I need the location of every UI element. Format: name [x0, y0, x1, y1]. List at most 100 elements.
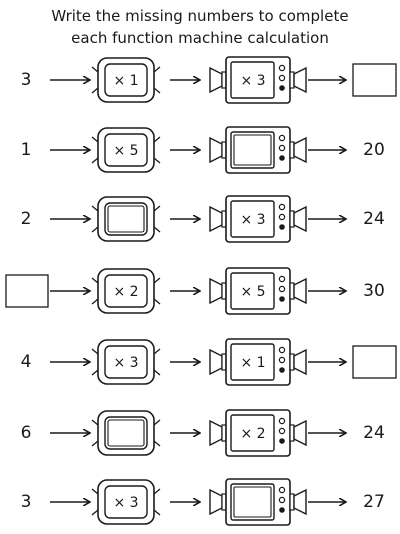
blank-operation-box[interactable]: [107, 419, 145, 447]
instruction-line-2: each function machine calculation: [71, 29, 329, 47]
machine-one: × 3: [91, 339, 161, 385]
machine-two: × 5: [209, 267, 307, 315]
machine-one-screen[interactable]: [104, 63, 148, 97]
instruction-line-1: Write the missing numbers to complete: [51, 7, 349, 25]
knob-icon: [278, 285, 286, 293]
machine-two: [209, 126, 307, 174]
output-value: 27: [363, 492, 385, 512]
machine-two-operation: × 2: [240, 426, 265, 442]
machine-one: [91, 410, 161, 456]
machine-two-operation: × 3: [240, 73, 265, 89]
output-funnel: [293, 348, 307, 376]
function-row: 1 × 5 20: [21, 126, 385, 174]
blank-operation-box[interactable]: [233, 486, 272, 518]
input-funnel: [209, 277, 223, 305]
input-funnel: [209, 348, 223, 376]
machine-one-operation: × 5: [113, 143, 138, 159]
machine-one-operation: × 3: [113, 495, 138, 511]
instructions: Write the missing numbers to complete ea…: [0, 5, 400, 49]
machine-two-screen[interactable]: [230, 272, 275, 310]
machine-one-screen[interactable]: [104, 274, 148, 308]
output-funnel: [293, 488, 307, 516]
output-funnel: [293, 277, 307, 305]
knob-icon: [279, 507, 285, 513]
machine-two: × 3: [209, 56, 307, 104]
machine-one-operation: × 2: [113, 284, 138, 300]
machine-one-screen[interactable]: [104, 133, 148, 167]
input-funnel: [209, 136, 223, 164]
function-row: 3 × 3 27: [21, 478, 385, 526]
machine-two-operation: × 5: [240, 284, 265, 300]
input-funnel: [209, 66, 223, 94]
knob-icon: [279, 224, 285, 230]
machine-one-screen[interactable]: [104, 485, 148, 519]
output-funnel: [293, 136, 307, 164]
input-value: 1: [21, 140, 32, 160]
machine-two-screen[interactable]: [230, 131, 275, 169]
input-value: 3: [21, 70, 32, 90]
output-value: 24: [363, 423, 385, 443]
machine-one: × 1: [91, 57, 161, 103]
machine-one: [91, 196, 161, 242]
function-row: 2 × 3 24: [21, 195, 385, 243]
blank-operation-box[interactable]: [107, 205, 145, 233]
output-funnel: [293, 419, 307, 447]
knob-icon: [278, 64, 286, 72]
knob-icon: [278, 213, 286, 221]
machine-two-screen[interactable]: [230, 61, 275, 99]
knob-icon: [279, 296, 285, 302]
knob-icon: [278, 74, 286, 82]
knob-icon: [279, 367, 285, 373]
knob-icon: [278, 427, 286, 435]
machine-one: × 2: [91, 268, 161, 314]
machine-one: × 5: [91, 127, 161, 173]
input-value: 3: [21, 492, 32, 512]
output-value: 24: [363, 209, 385, 229]
machine-two: × 1: [209, 338, 307, 386]
machine-two-screen[interactable]: [230, 343, 275, 381]
knob-icon: [279, 155, 285, 161]
machine-one-screen[interactable]: [104, 416, 148, 450]
function-row: 3 × 1 × 3: [21, 56, 397, 104]
knob-icon: [278, 144, 286, 152]
input-value: 4: [21, 352, 32, 372]
machine-two-screen[interactable]: [230, 483, 275, 521]
machine-two-screen[interactable]: [230, 200, 275, 238]
machine-one-operation: × 1: [113, 73, 138, 89]
knob-icon: [278, 134, 286, 142]
input-value: 2: [21, 209, 32, 229]
output-answer-box[interactable]: [352, 63, 397, 97]
knob-icon: [278, 275, 286, 283]
blank-operation-box[interactable]: [233, 134, 272, 166]
machine-one: × 3: [91, 479, 161, 525]
machine-two-operation: × 3: [240, 212, 265, 228]
output-answer-box[interactable]: [352, 345, 397, 379]
knob-icon: [278, 346, 286, 354]
function-row: × 2 × 5 30: [5, 267, 385, 315]
input-answer-box[interactable]: [5, 274, 49, 308]
machine-two: [209, 478, 307, 526]
machine-two-screen[interactable]: [230, 414, 275, 452]
output-value: 30: [363, 281, 385, 301]
knob-icon: [278, 496, 286, 504]
output-value: 20: [363, 140, 385, 160]
knob-icon: [278, 417, 286, 425]
knob-icon: [279, 85, 285, 91]
knob-icon: [278, 356, 286, 364]
output-funnel: [293, 205, 307, 233]
machine-two-operation: × 1: [240, 355, 265, 371]
function-row: 4 × 3 × 1: [21, 338, 397, 386]
input-value: 6: [21, 423, 32, 443]
machine-two: × 2: [209, 409, 307, 457]
knob-icon: [279, 438, 285, 444]
input-funnel: [209, 419, 223, 447]
machine-two: × 3: [209, 195, 307, 243]
output-funnel: [293, 66, 307, 94]
machine-one-screen[interactable]: [104, 345, 148, 379]
input-funnel: [209, 205, 223, 233]
knob-icon: [278, 486, 286, 494]
function-row: 6 × 2 24: [21, 409, 385, 457]
input-funnel: [209, 488, 223, 516]
machine-one-screen[interactable]: [104, 202, 148, 236]
